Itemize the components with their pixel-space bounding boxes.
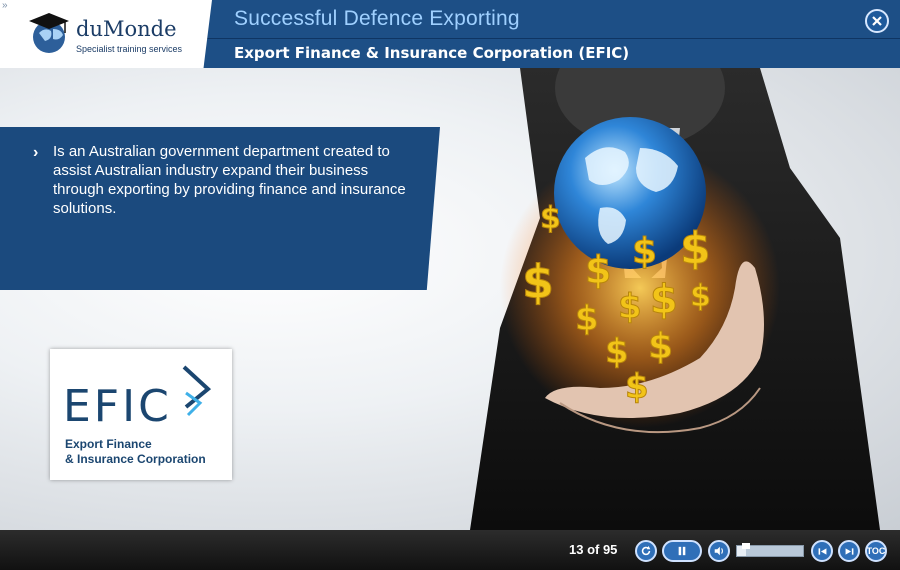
svg-text:$: $ — [632, 231, 657, 272]
page-counter: 13 of 95 — [569, 542, 618, 557]
brand-tagline: Specialist training services — [76, 44, 183, 54]
course-title: Successful Defence Exporting — [234, 7, 520, 30]
graduation-globe-icon — [29, 13, 69, 53]
header-divider — [205, 38, 900, 39]
volume-button[interactable] — [708, 540, 730, 562]
efic-name-line1: Export Finance — [65, 437, 152, 451]
efic-name-line2: & Insurance Corporation — [65, 452, 206, 466]
progress-thumb[interactable] — [741, 543, 750, 549]
progress-slider[interactable] — [736, 543, 804, 557]
svg-text:$: $ — [605, 332, 629, 372]
svg-text:$: $ — [648, 326, 673, 367]
replay-icon — [641, 545, 651, 556]
previous-icon — [818, 547, 826, 555]
close-button[interactable] — [865, 9, 889, 33]
progress-fill — [737, 546, 746, 556]
next-icon — [845, 547, 853, 555]
svg-text:$: $ — [625, 367, 649, 407]
pause-button[interactable] — [662, 540, 702, 562]
slide-title: Export Finance & Insurance Corporation (… — [234, 44, 630, 62]
bullet-chevron-icon: › — [33, 144, 39, 161]
efic-logo-card: EFIC Export Finance & Insurance Corporat… — [50, 349, 232, 480]
businessman-globe-illustration: $ $ $ $ $ $ $ $ $ $ $ $ — [470, 68, 880, 530]
replay-button[interactable] — [635, 540, 657, 562]
svg-text:$: $ — [650, 277, 678, 323]
bullet-text: Is an Australian government department c… — [53, 143, 406, 217]
efic-chevron-mark-icon — [182, 365, 212, 417]
toc-button[interactable]: TOC — [865, 540, 887, 562]
svg-text:$: $ — [680, 223, 711, 274]
svg-text:$: $ — [690, 279, 711, 314]
efic-logo-letters: EFIC — [63, 381, 172, 432]
svg-text:$: $ — [618, 287, 642, 327]
brand-name: duMonde — [76, 17, 177, 41]
svg-text:$: $ — [575, 299, 599, 339]
volume-icon — [714, 546, 723, 556]
svg-text:$: $ — [540, 201, 561, 236]
svg-text:$: $ — [522, 255, 554, 309]
pause-icon — [678, 546, 686, 556]
content-text-panel — [0, 127, 440, 290]
close-icon — [872, 16, 882, 26]
svg-text:$: $ — [585, 248, 611, 292]
collapse-toggle[interactable]: » — [2, 0, 8, 11]
previous-button[interactable] — [811, 540, 833, 562]
next-button[interactable] — [838, 540, 860, 562]
